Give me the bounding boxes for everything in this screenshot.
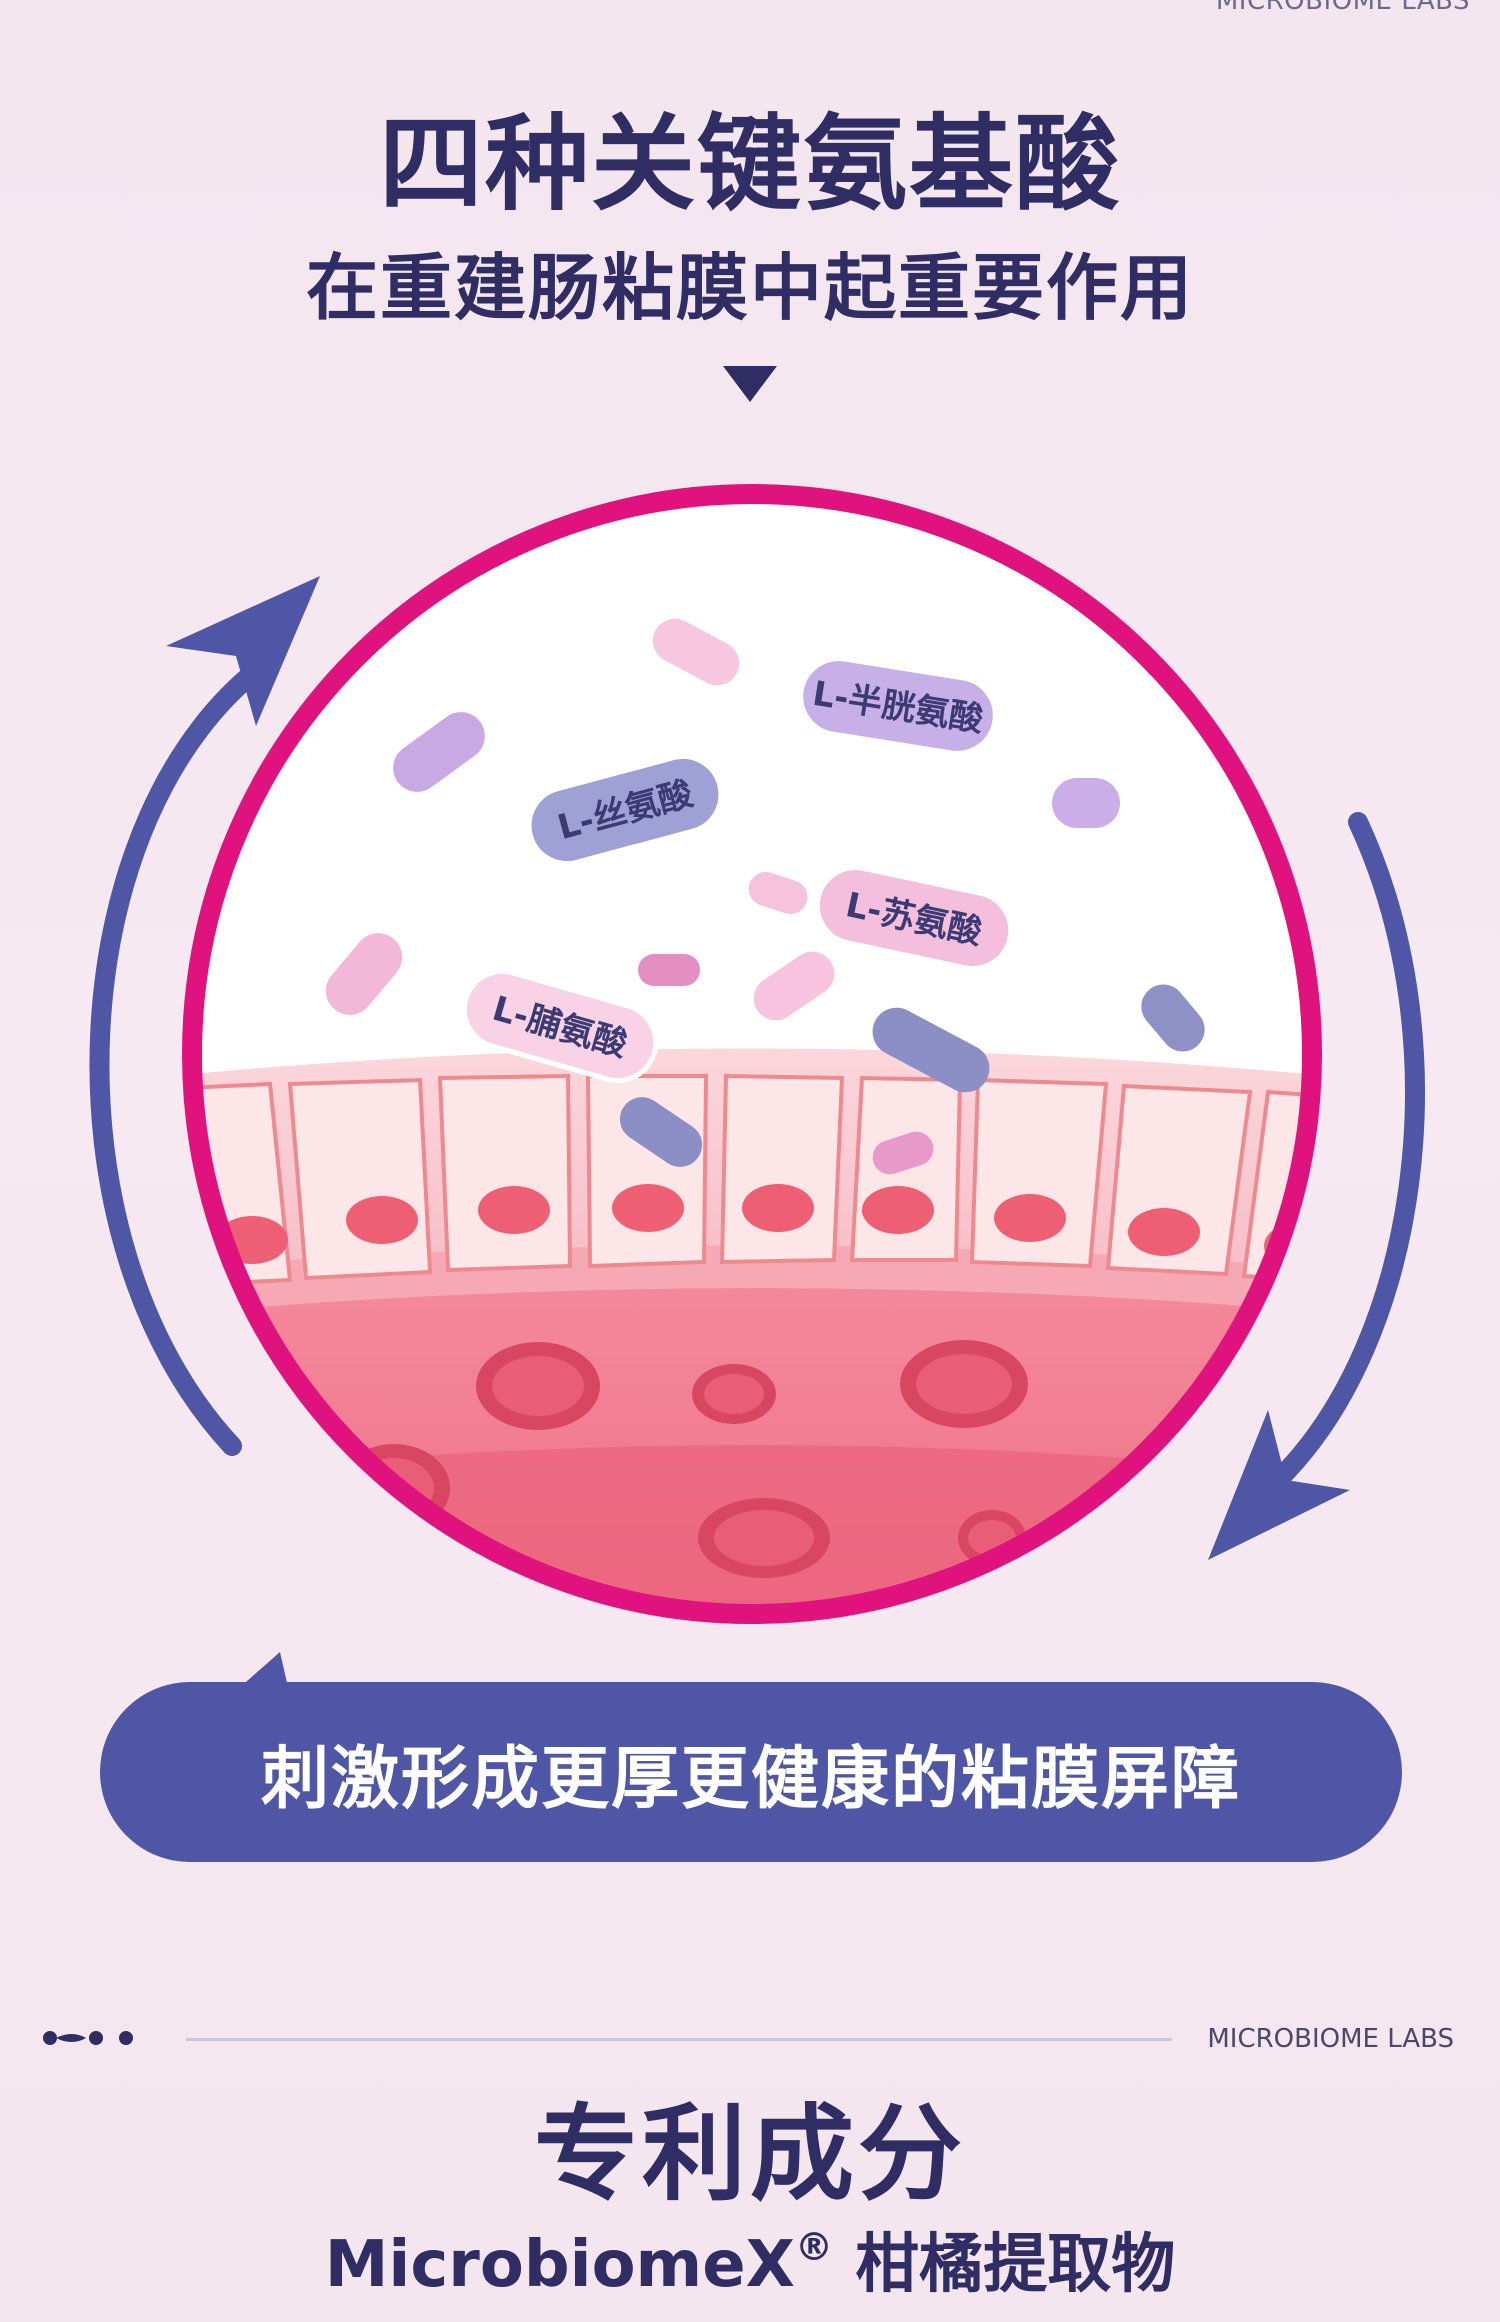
molecule-pill xyxy=(748,871,808,915)
epithelial-cells xyxy=(192,1073,1312,1289)
benefit-banner: 刺激形成更厚更健康的粘膜屏障 xyxy=(100,1682,1402,1862)
amino-acid-pill-threonine: L-苏氨酸 xyxy=(814,865,1014,971)
benefit-banner-text: 刺激形成更厚更健康的粘膜屏障 xyxy=(260,1739,1241,1819)
ingredient-name: MicrobiomeX xyxy=(324,2228,795,2302)
section-title: 专利成分 xyxy=(533,2093,966,2215)
section-subtitle: MicrobiomeX® 柑橘提取物 xyxy=(0,2228,1500,2297)
registered-mark: ® xyxy=(794,2225,833,2269)
molecule-pill xyxy=(652,618,740,686)
molecule-pill xyxy=(1052,778,1120,828)
mucosa-diagram: L-半胱氨酸 L-丝氨酸 L-苏氨酸 L-脯氨酸 xyxy=(89,484,1425,1624)
blood-cell xyxy=(476,1342,600,1430)
down-triangle-icon xyxy=(723,366,777,402)
page-subtitle: 在重建肠粘膜中起重要作用 xyxy=(305,246,1194,330)
ingredient-description: 柑橘提取物 xyxy=(832,2228,1176,2302)
section-divider xyxy=(186,2038,1172,2041)
blood-cell xyxy=(900,1340,1028,1428)
dots-icon xyxy=(43,2031,133,2045)
cycle-arrow-right xyxy=(1208,812,1425,1560)
molecule-pill xyxy=(1141,984,1205,1052)
blood-cell xyxy=(692,1364,776,1424)
molecule-pill xyxy=(325,933,403,1015)
molecule-pill xyxy=(872,1007,990,1093)
brand-text-bottom: MICROBIOME LABS xyxy=(1207,2024,1454,2054)
blood-cell xyxy=(698,1498,830,1578)
brand-text-top: MICROBIOME LABS xyxy=(1215,0,1470,16)
amino-acid-pill-proline: L-脯氨酸 xyxy=(461,968,659,1084)
amino-acid-pill-serine: L-丝氨酸 xyxy=(526,753,724,867)
molecule-pill xyxy=(619,1097,703,1167)
page-title: 四种关键氨基酸 xyxy=(378,103,1121,225)
molecule-pill xyxy=(638,954,700,986)
cell-nuclei xyxy=(216,1184,1312,1270)
amino-acid-pill-cysteine: L-半胱氨酸 xyxy=(798,656,998,756)
molecule-pill xyxy=(753,951,835,1021)
molecule-pill xyxy=(393,712,485,792)
magnifier-ring xyxy=(182,484,1322,1624)
cycle-arrow-left xyxy=(89,576,320,1456)
molecule-pill xyxy=(872,1131,934,1175)
